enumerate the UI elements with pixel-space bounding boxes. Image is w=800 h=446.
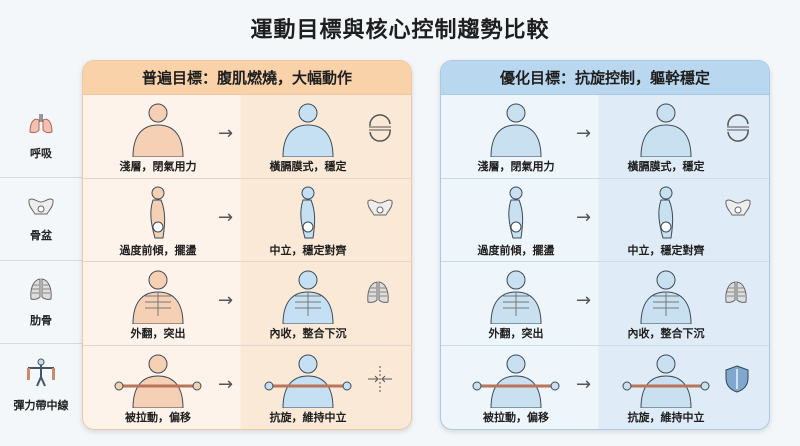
after-caption: 內收，整合下沉 <box>627 327 705 340</box>
after-illustration <box>263 101 353 158</box>
arrow-icon: → <box>576 290 592 311</box>
panel-header: 優化目標：抗旋控制，軀幹穩定 <box>441 61 769 95</box>
before-illustration <box>113 101 203 158</box>
breath-cycle-icon <box>723 113 753 147</box>
comparison-row: → 過度前傾，擺盪 中立，穩定對齊 <box>83 179 411 262</box>
arrow-icon: → <box>576 123 592 144</box>
before-caption: 淺層，閉氣用力 <box>477 160 555 173</box>
before-caption: 過度前傾，擺盪 <box>119 243 197 257</box>
before-caption: 淺層，閉氣用力 <box>119 160 197 173</box>
comparison-row: → 被拉動，偏移 抗旋，維持中立 <box>83 346 411 430</box>
before-illustration <box>113 268 203 325</box>
comparison-row: → 外翻，突出 內收，整合下沉 <box>83 262 411 346</box>
arrow-icon: → <box>576 206 592 228</box>
before-caption: 被拉動，偏移 <box>125 410 191 424</box>
row-label-text: 彈力帶中線 <box>13 399 69 412</box>
ribcage-icon <box>365 280 391 310</box>
before-caption: 外翻，突出 <box>488 327 544 340</box>
comparison-row: → 淺層，閉氣用力 橫膈膜式，穩定 <box>83 95 411 179</box>
panel-optimized-goal: 優化目標：抗旋控制，軀幹穩定 → 淺層，閉氣用力 橫膈膜式，穩定 → 過度前傾，擺盪 中立，… <box>440 60 770 430</box>
after-illustration <box>621 352 711 408</box>
row-label-text: 骨盆 <box>30 228 52 242</box>
after-caption: 中立，穩定對齊 <box>269 243 347 257</box>
pelvis-icon <box>26 196 56 227</box>
row-label: 肋骨 <box>0 261 82 344</box>
before-illustration <box>113 185 203 241</box>
after-illustration <box>621 185 711 241</box>
before-illustration <box>113 352 203 408</box>
centerline-arrows-icon <box>365 364 395 398</box>
row-labels: 呼吸骨盆肋骨彈力帶中線 <box>0 95 82 427</box>
after-illustration <box>621 101 711 158</box>
after-caption: 抗旋，維持中立 <box>627 410 705 424</box>
after-illustration <box>263 352 353 408</box>
after-caption: 抗旋，維持中立 <box>269 410 347 424</box>
comparison-row: → 淺層，閉氣用力 橫膈膜式，穩定 <box>441 95 769 179</box>
after-caption: 橫膈膜式，穩定 <box>269 160 347 173</box>
after-illustration <box>263 185 353 241</box>
before-caption: 被拉動，偏移 <box>483 410 549 424</box>
panel-header: 普遍目標：腹肌燃燒，大幅動作 <box>83 61 411 95</box>
arrow-icon: → <box>218 290 234 311</box>
band-figure-icon <box>24 358 58 397</box>
before-caption: 過度前傾，擺盪 <box>477 243 555 257</box>
breath-cycle-icon <box>365 113 395 147</box>
row-label-text: 肋骨 <box>30 313 52 327</box>
ribcage-icon <box>28 277 54 312</box>
page-title: 運動目標與核心控制趨勢比較 <box>250 18 550 43</box>
arrow-icon: → <box>218 373 234 395</box>
after-caption: 內收，整合下沉 <box>269 327 347 340</box>
lungs-icon <box>28 112 54 145</box>
ribcage-icon <box>723 280 749 310</box>
pelvis-icon <box>723 197 753 223</box>
shield-icon <box>723 364 751 398</box>
after-caption: 橫膈膜式，穩定 <box>627 160 705 173</box>
before-illustration <box>471 268 561 325</box>
comparison-row: → 外翻，突出 內收，整合下沉 <box>441 262 769 346</box>
row-label: 彈力帶中線 <box>0 344 82 427</box>
arrow-icon: → <box>218 206 234 228</box>
after-illustration <box>621 268 711 325</box>
after-caption: 中立，穩定對齊 <box>627 243 705 257</box>
pelvis-icon <box>365 197 395 223</box>
row-label: 骨盆 <box>0 178 82 261</box>
arrow-icon: → <box>218 123 234 144</box>
row-label-text: 呼吸 <box>30 146 52 160</box>
before-illustration <box>471 352 561 408</box>
after-illustration <box>263 268 353 325</box>
comparison-row: → 過度前傾，擺盪 中立，穩定對齊 <box>441 179 769 262</box>
arrow-icon: → <box>576 373 592 395</box>
before-illustration <box>471 101 561 158</box>
comparison-row: → 被拉動，偏移 抗旋，維持中立 <box>441 346 769 430</box>
before-caption: 外翻，突出 <box>130 327 186 340</box>
before-illustration <box>471 185 561 241</box>
row-label: 呼吸 <box>0 95 82 178</box>
panel-common-goal: 普遍目標：腹肌燃燒，大幅動作 → 淺層，閉氣用力 橫膈膜式，穩定 → 過度前傾，擺盪 中立，… <box>82 60 412 430</box>
